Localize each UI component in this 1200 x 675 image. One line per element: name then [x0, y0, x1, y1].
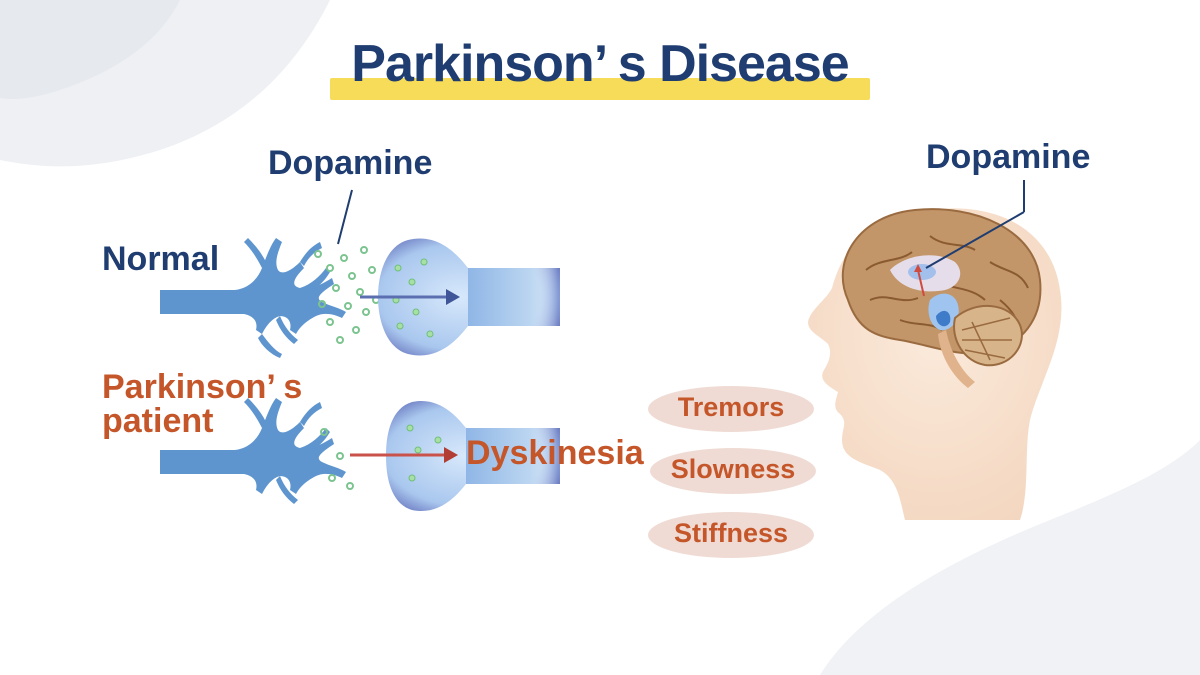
dopamine-label-right: Dopamine: [926, 138, 1091, 176]
dopamine-right-pointer-diag: [925, 211, 1025, 269]
patient-synapse-terminal-icon: [386, 400, 560, 512]
patient-dopamine-particles: [320, 428, 354, 490]
patient-label-line1: Parkinson’ s: [102, 368, 303, 406]
title-block: Parkinson’ s Disease: [330, 28, 870, 108]
normal-label: Normal: [102, 240, 220, 278]
dopamine-left-pointer: [337, 189, 353, 245]
symptom-label-tremors: Tremors: [677, 392, 785, 422]
title-highlight: [330, 78, 870, 100]
symptom-pill-tremors: [648, 386, 814, 432]
normal-signal-arrow-icon: [360, 289, 460, 305]
patient-signal-arrow-icon: [350, 447, 458, 463]
symptom-pill-stiffness: [648, 512, 814, 558]
symptom-label-stiffness: Stiffness: [673, 518, 789, 548]
brain-icon: [841, 208, 1042, 388]
normal-presynaptic-neuron-icon: [160, 238, 346, 358]
symptom-pill-slowness: [650, 448, 816, 494]
normal-synapse-terminal-icon: [378, 238, 560, 356]
normal-dopamine-particles: [314, 246, 380, 344]
dopamine-label-left: Dopamine: [268, 144, 433, 182]
symptom-label-slowness: Slowness: [670, 454, 796, 484]
dyskinesia-label: Dyskinesia: [466, 434, 644, 472]
page-title: Parkinson’ s Disease: [351, 35, 849, 93]
patient-label-line2: patient: [102, 402, 214, 440]
